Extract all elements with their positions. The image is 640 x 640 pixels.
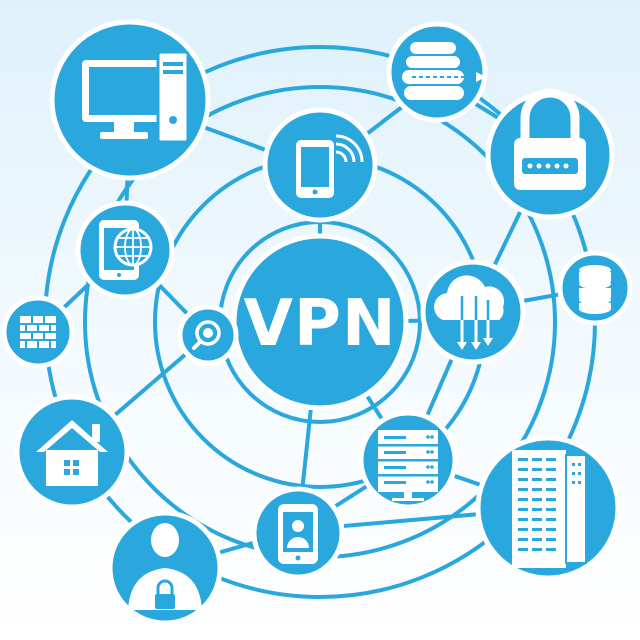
- node-search: [177, 304, 239, 366]
- cloud-transfer-icon: [434, 275, 505, 350]
- database-icon: [579, 265, 611, 314]
- brick-wall-icon: [20, 316, 56, 348]
- node-home: [14, 394, 130, 510]
- house-icon: [36, 420, 108, 486]
- tablet-globe-icon: [99, 220, 153, 280]
- node-password-lock: [485, 88, 615, 220]
- data-center-icon: [512, 450, 587, 568]
- node-tablet-globe: [75, 200, 175, 300]
- vpn-hub-label: VPN: [244, 287, 397, 361]
- node-firewall: [1, 295, 75, 369]
- server-transfer-icon: [402, 42, 486, 100]
- phone-wireless-icon: [296, 134, 364, 198]
- search-icon: [192, 320, 221, 350]
- password-lock-icon: [514, 88, 586, 190]
- server-icon: [378, 430, 438, 501]
- phone-user-icon: [278, 504, 318, 564]
- node-cloud-transfer: [420, 259, 526, 365]
- node-data-center: [475, 435, 621, 581]
- node-mobile-user: [251, 486, 345, 580]
- node-database: [557, 250, 633, 326]
- node-secure-user: [107, 510, 223, 626]
- desktop-computer-icon: [82, 50, 190, 144]
- node-desktop-computer: [49, 19, 211, 181]
- node-mobile-wireless: [262, 107, 378, 223]
- vpn-hub: VPN: [231, 233, 409, 411]
- node-server-stack-transfer: [386, 21, 488, 123]
- node-server-unit: [358, 410, 458, 510]
- user-lock-icon: [128, 523, 202, 610]
